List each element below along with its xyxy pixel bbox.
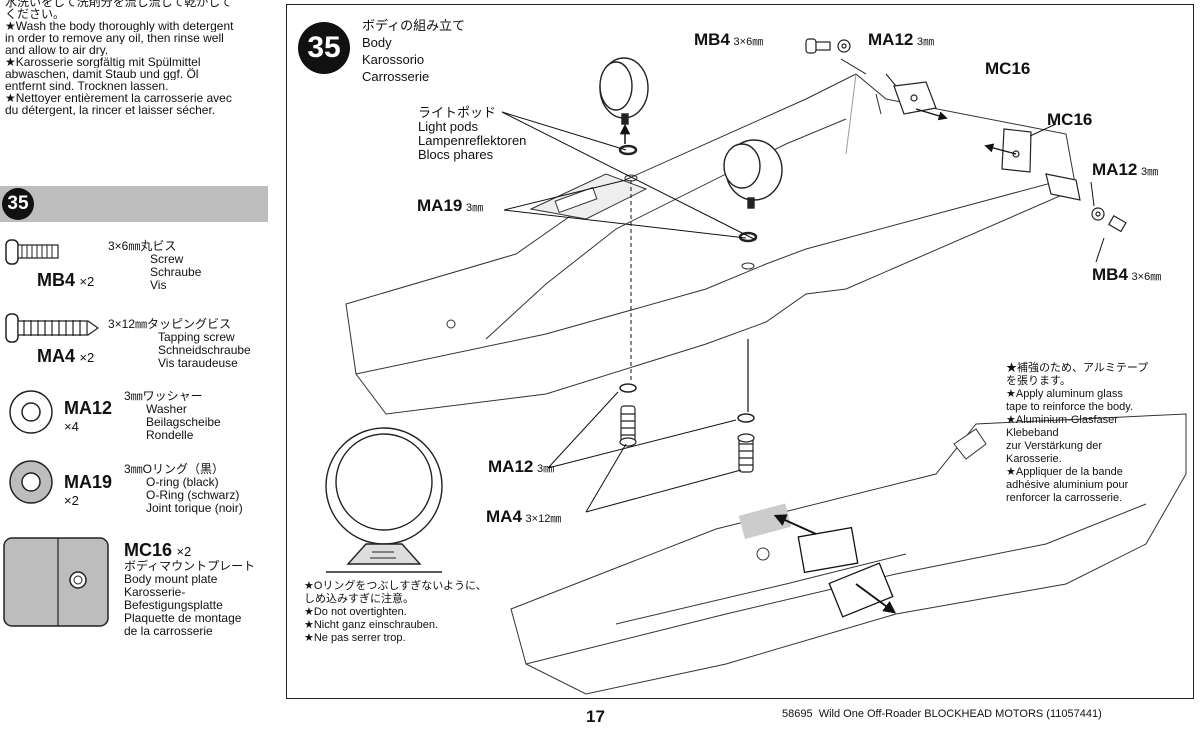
intro-line: ★Karosserie sorgfältig mit Spülmittel [5, 56, 201, 68]
ma12-right-label: MA12 3㎜ [1092, 160, 1159, 179]
light-pod-right [723, 139, 783, 209]
parts-bag-header [0, 186, 268, 222]
page-number: 17 [586, 707, 605, 726]
step-number-badge: 35 [298, 22, 350, 74]
oring-caution-note: ★Oリングをつぶしすぎないように、 しめ込みすぎに注意。 ★Do not ove… [304, 580, 487, 644]
ma12-top-label: MA12 3㎜ [868, 30, 935, 49]
assembly-illustration [325, 38, 1187, 695]
intro-text: 水洗いをして洗剤分を流し流して乾かして ください。 ★Wash the body… [5, 0, 275, 116]
step-frame [286, 4, 1194, 699]
tape-note: ★補強のため、アルミテープ を張ります。 ★Apply aluminum gla… [1006, 362, 1149, 504]
mb4-screw-icon [5, 239, 59, 265]
ma4-code: MA4 ×2 [37, 346, 95, 366]
mc16-desc: ボディマウントプレート Body mount plate Karosserie-… [124, 559, 256, 638]
light-pods-label: ライトポッド Light pods Lampenreflektoren Bloc… [418, 105, 527, 162]
parts-icons [3, 239, 109, 627]
oring-detail-inset [325, 427, 443, 573]
ma4-bottom-label: MA4 3×12㎜ [486, 507, 562, 526]
mb4-top-label: MB4 3×6㎜ [694, 30, 764, 49]
intro-line: entfernt sind. Trocknen lassen. [5, 80, 169, 92]
intro-line: ★Nettoyer entièrement la carrosserie ave… [5, 92, 232, 104]
mc16-code: MC16 ×2 [124, 540, 192, 560]
ma4-desc: 3×12㎜タッピングビス Tapping screw Schneidschrau… [108, 317, 251, 370]
intro-line: 水洗いをして洗剤分を流し流して乾かして [5, 0, 232, 8]
mc16-top-label: MC16 [985, 59, 1031, 78]
ma19-desc: 3㎜Oリング（黒） O-ring (black) O-Ring (schwarz… [124, 462, 243, 515]
intro-line: and allow to air dry. [5, 44, 109, 56]
mc16-right-label: MC16 [1047, 110, 1093, 129]
body-shell-upper [345, 73, 1077, 415]
mc16-plate-icon [3, 537, 109, 627]
mb4-right-label: MB4 3×6㎜ [1092, 265, 1162, 284]
ma12-code: MA12×4 [64, 398, 113, 434]
ma4-tapping-screw-icon [5, 313, 100, 343]
light-pod-left [599, 57, 649, 125]
footer-title: 58695 Wild One Off-Roader BLOCKHEAD MOTO… [782, 708, 1102, 720]
intro-line: in order to remove any oil, then rinse w… [5, 32, 224, 44]
ma19-label: MA19 3㎜ [417, 196, 484, 215]
ma19-code: MA19×2 [64, 472, 113, 508]
step-title: ボディの組み立て Body Karossorio Carrosserie [362, 18, 466, 84]
ma12-washer-icon [9, 390, 53, 434]
intro-line: abwaschen, damit Staub und ggf. Öl [5, 68, 199, 80]
intro-line: ★Wash the body thoroughly with detergent [5, 20, 234, 32]
sidebar-step-badge: 35 [2, 188, 34, 220]
intro-line: du détergent, la rincer et laisser séche… [5, 104, 216, 116]
ma19-oring-icon [9, 460, 53, 504]
mb4-code: MB4 ×2 [37, 270, 95, 290]
intro-line: ください。 [5, 8, 66, 20]
ma12-bottom-label: MA12 3㎜ [488, 457, 555, 476]
ma12-desc: 3㎜ワッシャー Washer Beilagscheibe Rondelle [124, 389, 221, 442]
mb4-desc: 3×6㎜丸ビス Screw Schraube Vis [108, 239, 202, 292]
